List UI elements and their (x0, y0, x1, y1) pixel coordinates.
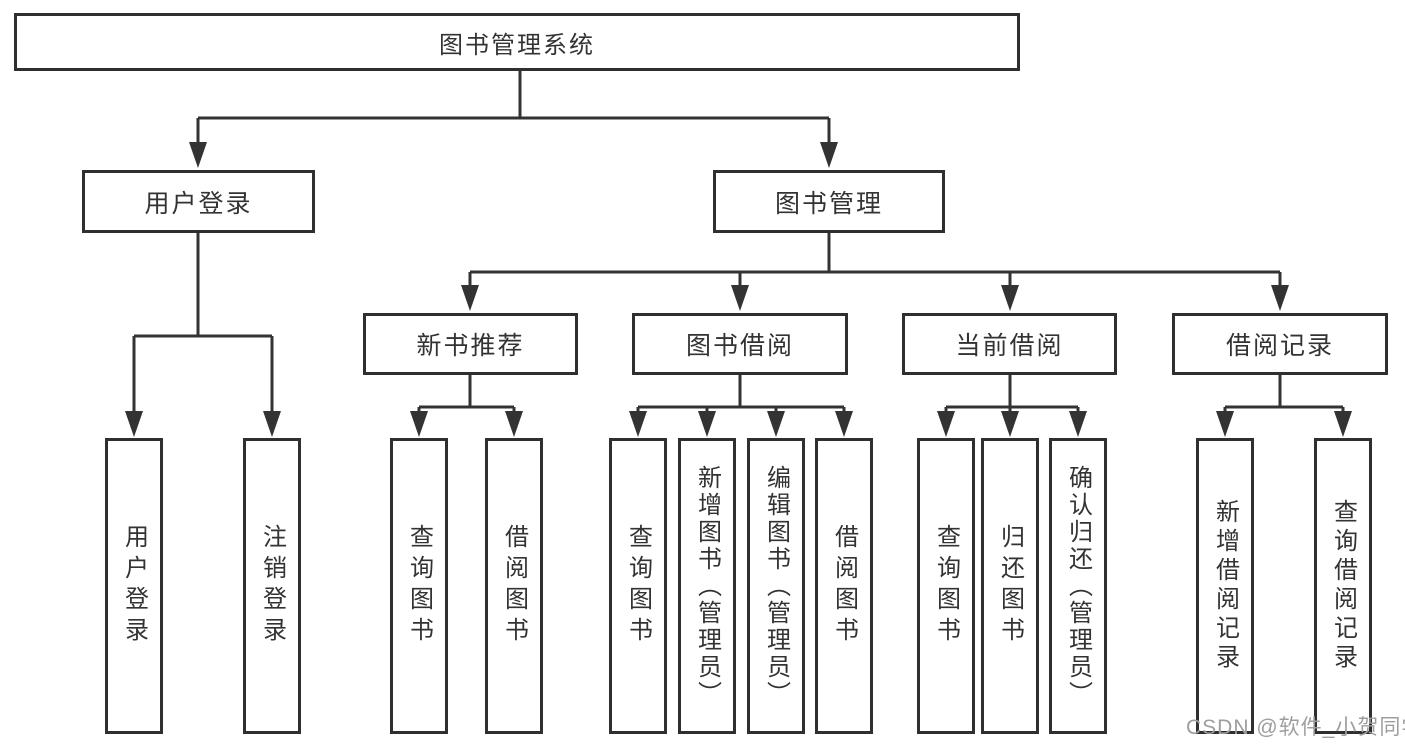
node-leaf-logout: 注销登录 (243, 438, 301, 734)
node-leaf-query-borrow-record: 查询借阅记录 (1314, 438, 1372, 734)
arrowhead (820, 142, 838, 168)
csdn-watermark: CSDN @软件_小贺同学 (1186, 716, 1405, 739)
arrowhead (505, 411, 523, 437)
arrowhead (189, 142, 207, 168)
arrowhead (1001, 285, 1019, 311)
node-new-book-recommendation: 新书推荐 (363, 313, 578, 375)
node-leaf-borrow-books-2: 借阅图书 (815, 438, 873, 734)
node-current-borrowing: 当前借阅 (902, 313, 1117, 375)
arrowhead (767, 411, 785, 437)
arrowhead (1069, 411, 1087, 437)
arrowhead (731, 285, 749, 311)
node-leaf-add-books-admin: 新增图书（管理员） (678, 438, 736, 734)
arrowhead (629, 411, 647, 437)
arrowhead (937, 411, 955, 437)
arrowhead (698, 411, 716, 437)
arrowhead (461, 285, 479, 311)
arrowhead (263, 411, 281, 437)
node-book-borrowing: 图书借阅 (632, 313, 848, 375)
arrowhead (1001, 411, 1019, 437)
node-root: 图书管理系统 (14, 13, 1020, 71)
node-leaf-edit-books-admin: 编辑图书（管理员） (747, 438, 805, 734)
node-leaf-user-login: 用户登录 (105, 438, 163, 734)
node-leaf-borrow-books-1: 借阅图书 (485, 438, 543, 734)
node-user-login-group: 用户登录 (82, 170, 315, 233)
arrowhead (1216, 411, 1234, 437)
arrowhead (410, 411, 428, 437)
arrowhead (1334, 411, 1352, 437)
node-book-management: 图书管理 (713, 170, 945, 233)
arrowhead (835, 411, 853, 437)
arrowhead (1271, 285, 1289, 311)
node-leaf-return-books: 归还图书 (981, 438, 1039, 734)
node-leaf-query-books-1: 查询图书 (390, 438, 448, 734)
node-borrowing-records: 借阅记录 (1172, 313, 1388, 375)
arrowhead (125, 411, 143, 437)
node-leaf-query-books-2: 查询图书 (609, 438, 667, 734)
node-leaf-add-borrow-record: 新增借阅记录 (1196, 438, 1254, 734)
node-leaf-query-books-3: 查询图书 (917, 438, 975, 734)
node-leaf-confirm-return-admin: 确认归还（管理员） (1049, 438, 1107, 734)
